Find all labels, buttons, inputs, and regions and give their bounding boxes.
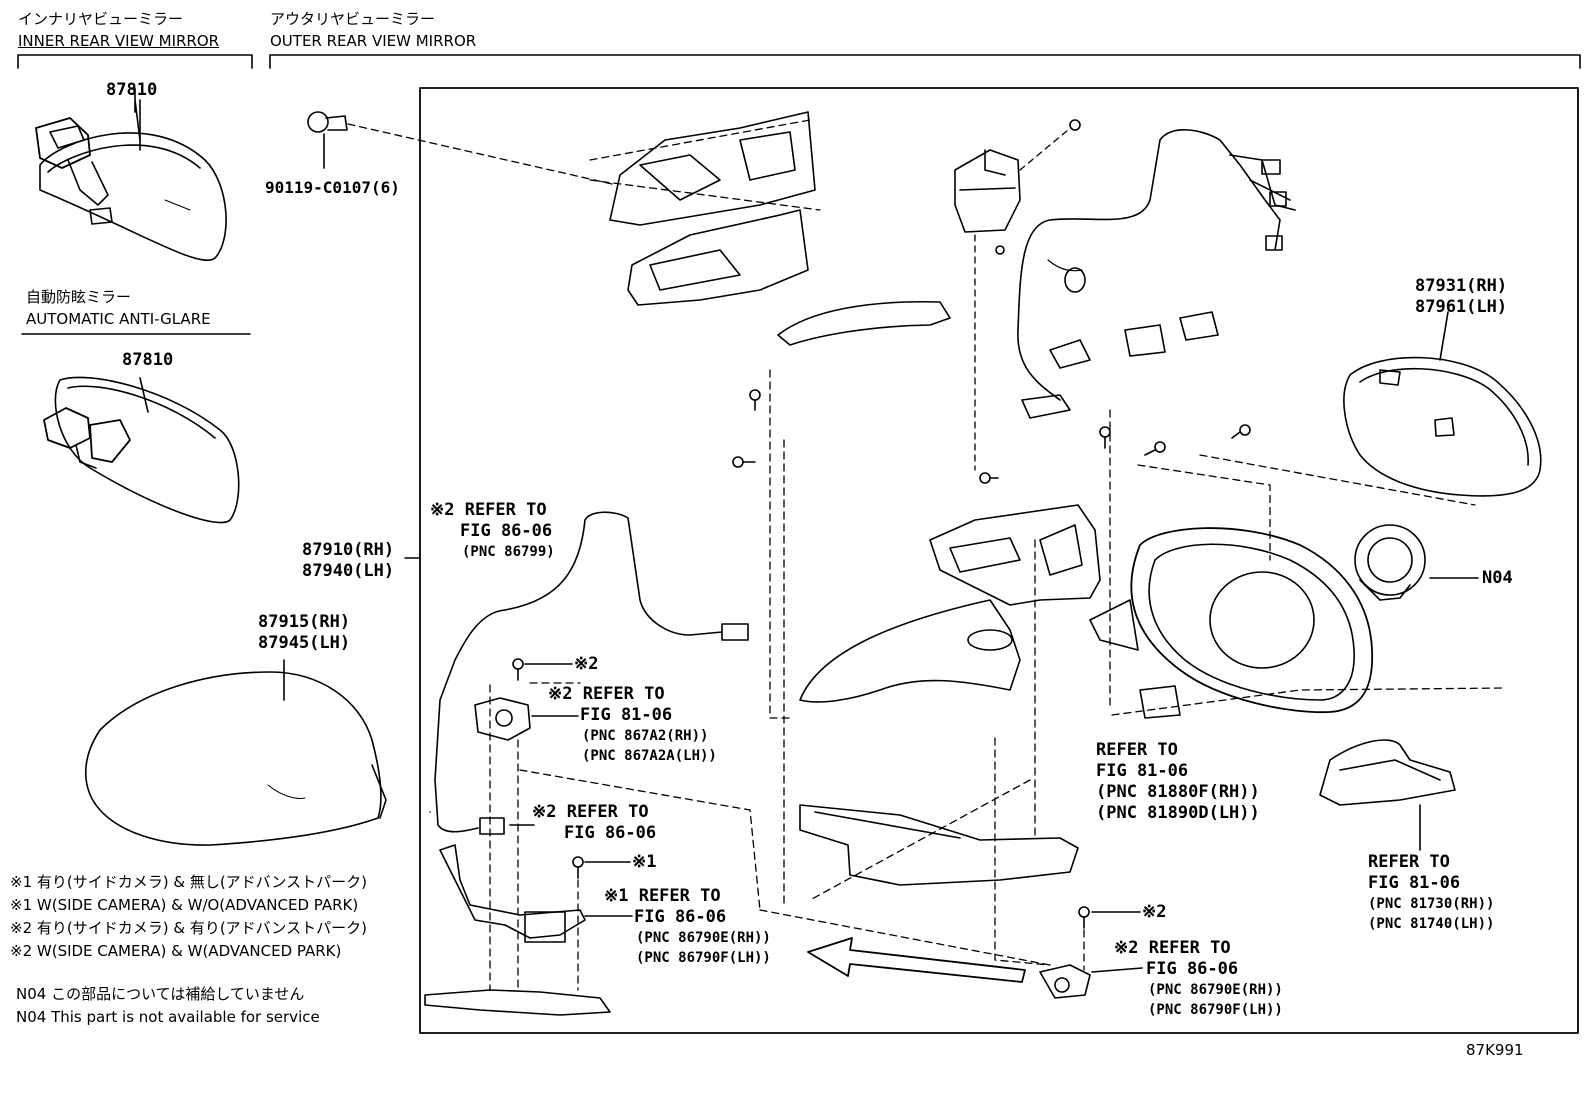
part-outer-assy-rh: 87910(RH): [302, 540, 395, 560]
mark-m1: ※1: [632, 852, 657, 872]
leader-87810-b: [139, 377, 149, 413]
note-2: ※1 W(SIDE CAMERA) & W/O(ADVANCED PARK): [10, 896, 359, 914]
note-3: ※2 有り(サイドカメラ) & 有り(アドバンストパーク): [10, 919, 367, 937]
inner-header-en: INNER REAR VIEW MIRROR: [18, 32, 220, 50]
ref-867a2: ※2 REFER TO FIG 81-06 (PNC 867A2(RH)) (P…: [548, 684, 717, 764]
inner-header-jp: インナリヤビューミラー: [18, 10, 184, 28]
mirror-cover-drawing: [84, 671, 387, 846]
part-cover-rh: 87915(RH): [258, 612, 351, 632]
ref-81880: REFER TO FIG 81-06 (PNC 81880F(RH)) (PNC…: [1096, 740, 1260, 823]
direction-arrow: [807, 937, 1026, 983]
screws: [512, 389, 1251, 929]
camera-cable-drawing: [434, 511, 749, 835]
part-glass-rh: 87931(RH): [1415, 276, 1508, 296]
camera-right-drawing: [1039, 964, 1091, 999]
part-antiglare-mirror: 87810: [122, 350, 174, 370]
ref-81730: REFER TO FIG 81-06 (PNC 81730(RH)) (PNC …: [1368, 852, 1495, 932]
camera-lower-drawing: [439, 844, 586, 943]
mirror-housing-drawing: [1089, 527, 1374, 719]
wire-harness-drawing: [1017, 129, 1296, 419]
bolt-drawing: [307, 111, 348, 169]
ref-86790-right: ※2 REFER TO FIG 86-06 (PNC 86790E(RH)) (…: [1114, 938, 1283, 1018]
outer-header-jp: アウタリヤビューミラー: [270, 10, 436, 28]
center-pivot-drawing: [799, 504, 1101, 703]
actuator-upper-drawing: [954, 149, 1021, 255]
guide-lines: [489, 369, 1506, 991]
bottom-plate-drawing: [424, 989, 611, 1016]
note-6: N04 This part is not available for servi…: [16, 1008, 320, 1026]
inner-mirror-bracket: [17, 54, 253, 69]
part-bolt: 90119-C0107(6): [265, 178, 400, 197]
note-5: N04 この部品については補給していません: [16, 985, 305, 1003]
mark-m2b: ※2: [1142, 902, 1167, 922]
antiglare-header-en: AUTOMATIC ANTI-GLARE: [26, 310, 211, 328]
outer-mirror-frame: [419, 87, 1579, 1034]
ref-86-06-mid: ※2 REFER TO FIG 86-06: [532, 802, 657, 843]
ref-86790-left: ※1 REFER TO FIG 86-06 (PNC 86790E(RH)) (…: [604, 886, 771, 966]
mark-m2a: ※2: [574, 654, 599, 674]
note-4: ※2 W(SIDE CAMERA) & W(ADVANCED PARK): [10, 942, 342, 960]
part-inner-mirror: 87810: [106, 80, 158, 100]
part-outer-assy-lh: 87940(LH): [302, 561, 395, 581]
ref-86799: ※2 REFER TO FIG 86-06 (PNC 86799): [430, 500, 555, 560]
outer-header-en: OUTER REAR VIEW MIRROR: [270, 32, 477, 50]
n04-motor-drawing: [1354, 524, 1426, 601]
part-n04: N04: [1482, 568, 1513, 588]
outer-mirror-bracket: [269, 54, 1581, 69]
note-1: ※1 有り(サイドカメラ) & 無し(アドバンストパーク): [10, 873, 367, 891]
antiglare-header-jp: 自動防眩ミラー: [26, 288, 132, 306]
camera-upper-drawing: [474, 697, 531, 741]
leader-87931: [1439, 311, 1449, 361]
inner-mirror-drawing: [35, 87, 227, 262]
part-cover-lh: 87945(LH): [258, 633, 351, 653]
part-glass-lh: 87961(LH): [1415, 297, 1508, 317]
figure-code: 87K991: [1466, 1041, 1524, 1059]
antiglare-mirror-drawing: [43, 376, 240, 524]
leader-86790-b: [1091, 967, 1143, 973]
mirror-glass-drawing: [1343, 356, 1542, 497]
lower-garnish-drawing: [799, 804, 1079, 886]
turn-signal-drawing: [1319, 739, 1456, 806]
upper-bracket-drawing: [609, 111, 951, 346]
